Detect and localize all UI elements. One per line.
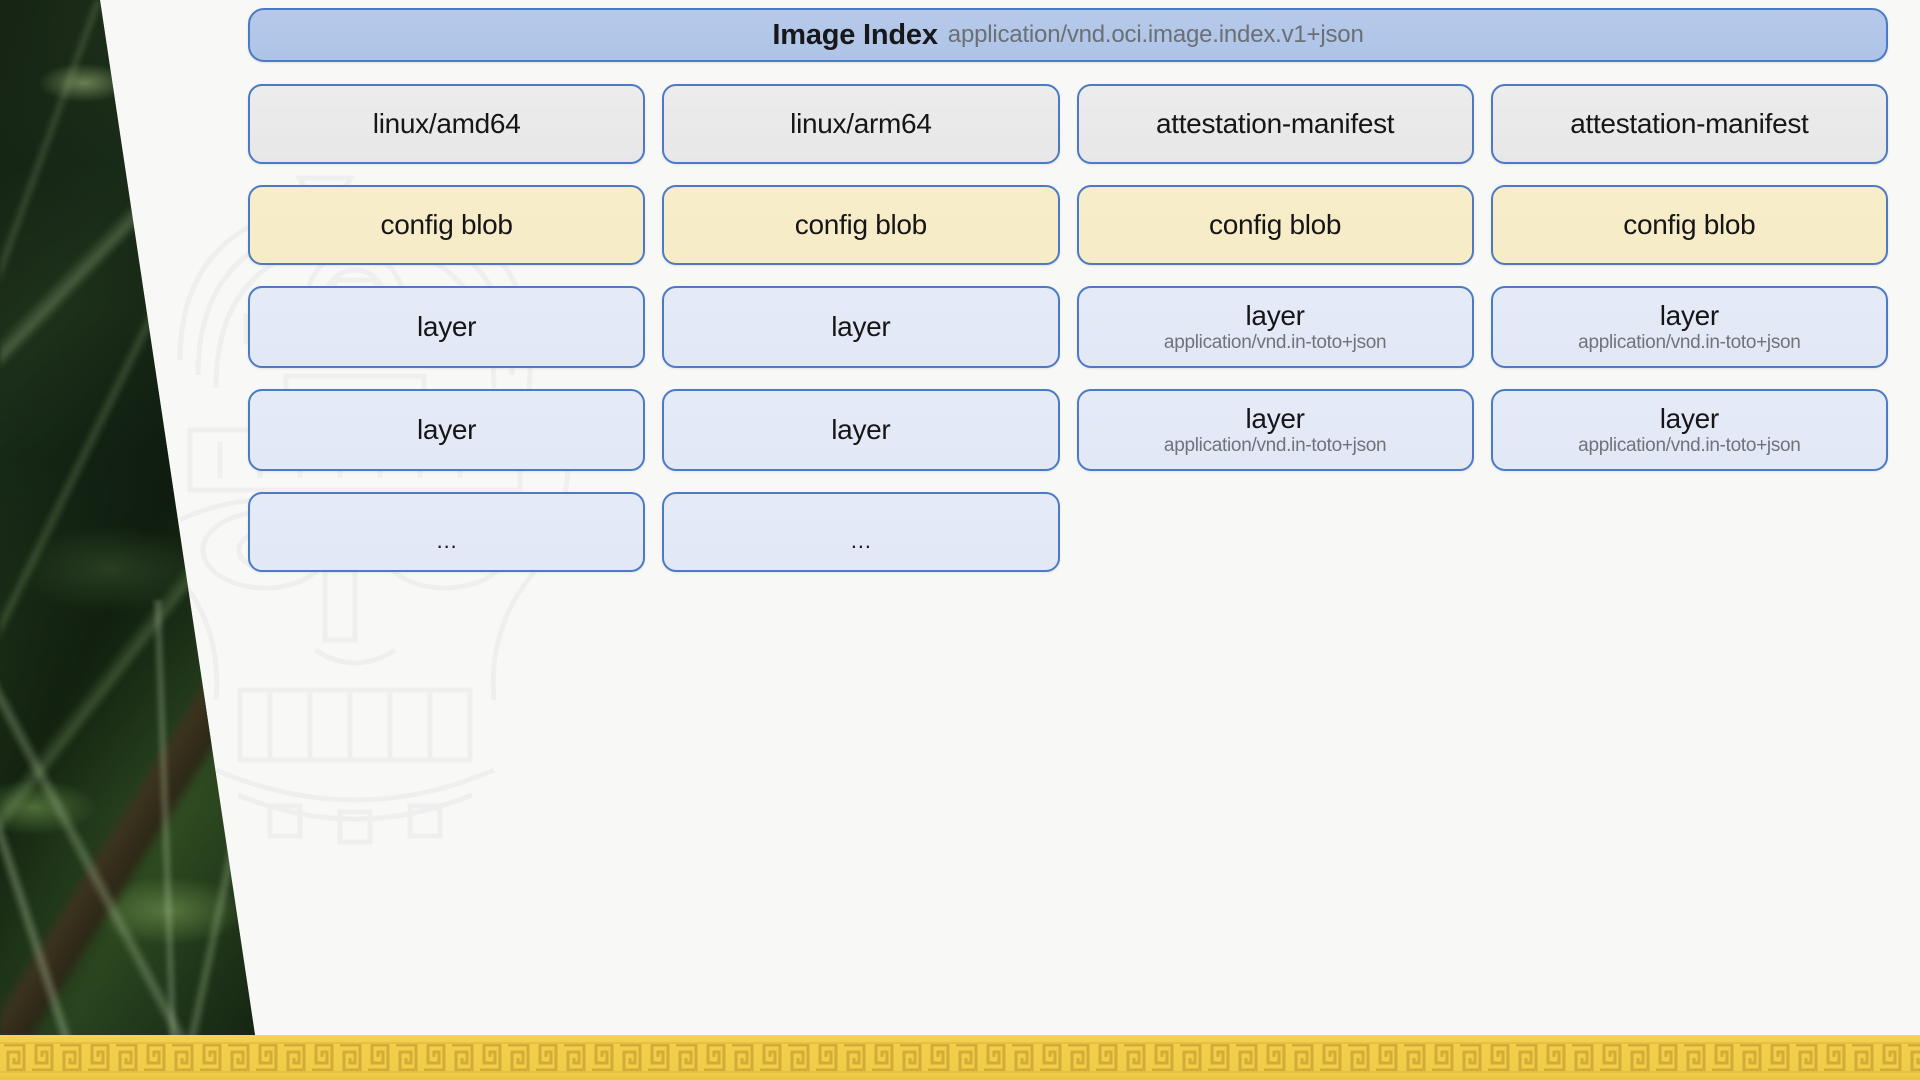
layer-label: layer bbox=[1659, 403, 1720, 435]
config-blob-node[interactable]: config blob bbox=[1490, 185, 1888, 265]
layer-node[interactable]: layer bbox=[662, 389, 1060, 471]
index-header-row: Image Index application/vnd.oci.image.in… bbox=[248, 8, 1888, 62]
manifest-column-attestation-1: attestation-manifest config blob layer a… bbox=[1076, 84, 1474, 572]
config-blob-node[interactable]: config blob bbox=[662, 185, 1060, 265]
config-blob-label: config blob bbox=[380, 209, 513, 241]
platform-label: linux/arm64 bbox=[790, 108, 932, 140]
config-blob-label: config blob bbox=[1623, 209, 1756, 241]
platform-node[interactable]: linux/amd64 bbox=[248, 84, 646, 164]
layer-media-type: application/vnd.in-toto+json bbox=[1163, 331, 1387, 353]
jungle-forest-photo bbox=[0, 0, 255, 1035]
platform-node[interactable]: attestation-manifest bbox=[1490, 84, 1888, 164]
column-spacer bbox=[1491, 492, 1888, 572]
layer-node[interactable]: layer application/vnd.in-toto+json bbox=[1076, 389, 1474, 471]
config-blob-label: config blob bbox=[794, 209, 927, 241]
image-index-title: Image Index bbox=[772, 18, 938, 51]
more-layers-label: … bbox=[849, 528, 872, 553]
config-blob-node[interactable]: config blob bbox=[248, 185, 646, 265]
layer-node[interactable]: layer application/vnd.in-toto+json bbox=[1076, 286, 1474, 368]
more-layers-node[interactable]: … bbox=[662, 492, 1060, 572]
layer-node[interactable]: layer bbox=[248, 389, 646, 471]
layer-node[interactable]: layer application/vnd.in-toto+json bbox=[1490, 389, 1888, 471]
layer-label: layer bbox=[831, 311, 891, 343]
more-layers-node[interactable]: … bbox=[248, 492, 646, 572]
layer-label: layer bbox=[1245, 403, 1306, 435]
manifest-column-linux-amd64: linux/amd64 config blob layer layer … bbox=[248, 84, 646, 572]
greek-key-meander-band bbox=[0, 1035, 1920, 1080]
manifest-column-attestation-2: attestation-manifest config blob layer a… bbox=[1490, 84, 1888, 572]
oci-image-index-diagram: Image Index application/vnd.oci.image.in… bbox=[248, 8, 1888, 572]
column-spacer bbox=[1077, 492, 1474, 572]
platform-label: attestation-manifest bbox=[1570, 108, 1809, 140]
left-photo-panel bbox=[0, 0, 255, 1035]
layer-label: layer bbox=[831, 414, 891, 446]
meander-pattern-icon bbox=[0, 1042, 1920, 1073]
platform-node[interactable]: attestation-manifest bbox=[1076, 84, 1474, 164]
config-blob-node[interactable]: config blob bbox=[1076, 185, 1474, 265]
layer-label: layer bbox=[417, 311, 477, 343]
manifest-column-linux-arm64: linux/arm64 config blob layer layer … bbox=[662, 84, 1060, 572]
layer-label: layer bbox=[1659, 300, 1720, 332]
layer-media-type: application/vnd.in-toto+json bbox=[1578, 331, 1801, 353]
platform-label: linux/amd64 bbox=[372, 108, 521, 140]
layer-media-type: application/vnd.in-toto+json bbox=[1578, 434, 1801, 456]
layer-node[interactable]: layer application/vnd.in-toto+json bbox=[1490, 286, 1888, 368]
manifest-columns: linux/amd64 config blob layer layer … bbox=[248, 84, 1888, 572]
layer-label: layer bbox=[1245, 300, 1306, 332]
image-index-media-type: application/vnd.oci.image.index.v1+json bbox=[947, 21, 1364, 49]
more-layers-label: … bbox=[435, 528, 458, 553]
platform-label: attestation-manifest bbox=[1155, 108, 1395, 140]
layer-node[interactable]: layer bbox=[662, 286, 1060, 368]
config-blob-label: config blob bbox=[1209, 209, 1342, 241]
platform-node[interactable]: linux/arm64 bbox=[662, 84, 1060, 164]
layer-label: layer bbox=[417, 414, 477, 446]
layer-node[interactable]: layer bbox=[248, 286, 646, 368]
layer-media-type: application/vnd.in-toto+json bbox=[1163, 434, 1387, 456]
image-index-node[interactable]: Image Index application/vnd.oci.image.in… bbox=[248, 8, 1888, 62]
